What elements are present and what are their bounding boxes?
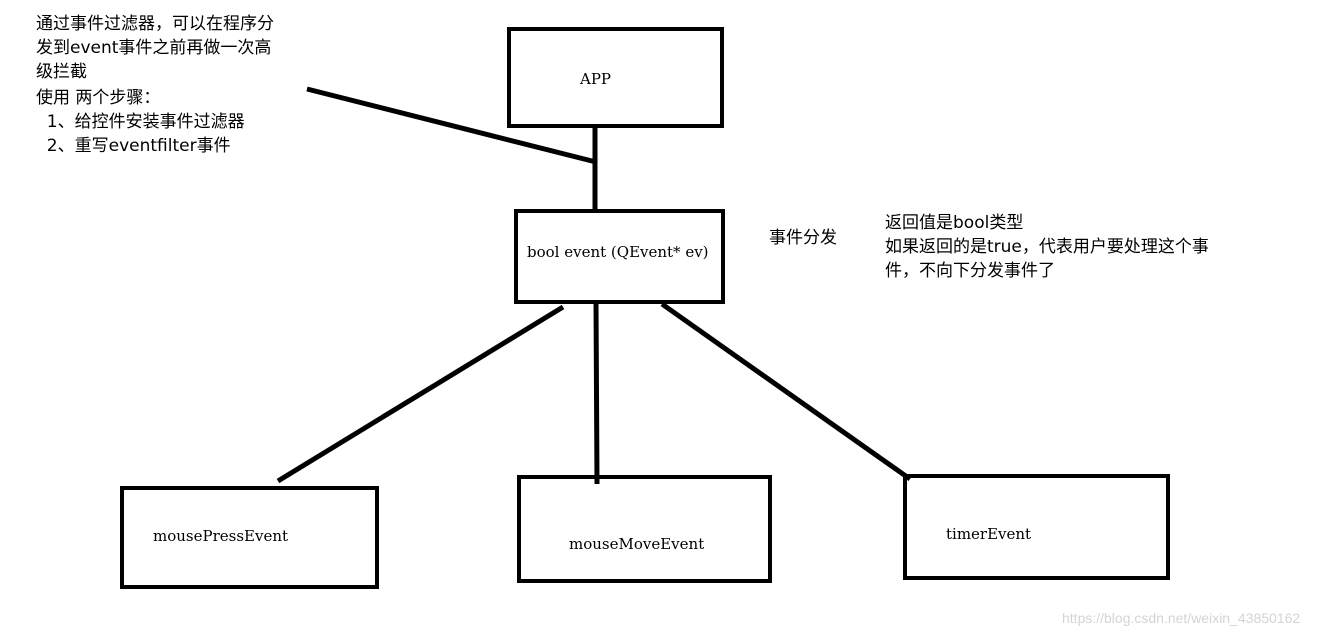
note-steps-title: 使用 两个步骤：	[36, 88, 161, 108]
note-intro-line-3: 级拦截	[36, 62, 87, 82]
annotation-line	[306, 86, 597, 165]
mousepress-node	[120, 486, 379, 589]
return-note-line-2: 如果返回的是true，代表用户要处理这个事	[885, 237, 1209, 257]
note-step-2: 2、重写eventfilter事件	[36, 136, 231, 156]
app-node-label: APP	[580, 70, 612, 88]
return-note-line-3: 件，不向下分发事件了	[885, 261, 1055, 281]
mousemove-node	[517, 475, 772, 583]
timer-node-label: timerEvent	[946, 525, 1032, 543]
connector-event-mousepress	[276, 304, 565, 484]
note-intro-line-2: 发到event事件之前再做一次高	[36, 38, 272, 58]
connector-event-timer	[660, 301, 912, 482]
event-node-label: bool event (QEvent* ev)	[527, 243, 709, 261]
note-intro-line-1: 通过事件过滤器，可以在程序分	[36, 14, 274, 34]
watermark: https://blog.csdn.net/weixin_43850162	[1062, 610, 1301, 626]
return-note-line-1: 返回值是bool类型	[885, 213, 1024, 233]
connector-event-mousemove	[593, 301, 600, 485]
mousemove-node-label: mouseMoveEvent	[569, 535, 705, 553]
dispatch-label: 事件分发	[769, 228, 837, 248]
event-node	[514, 209, 725, 304]
mousepress-node-label: mousePressEvent	[153, 527, 289, 545]
timer-node	[903, 474, 1170, 580]
app-node	[507, 27, 724, 128]
note-step-1: 1、给控件安装事件过滤器	[36, 112, 245, 132]
